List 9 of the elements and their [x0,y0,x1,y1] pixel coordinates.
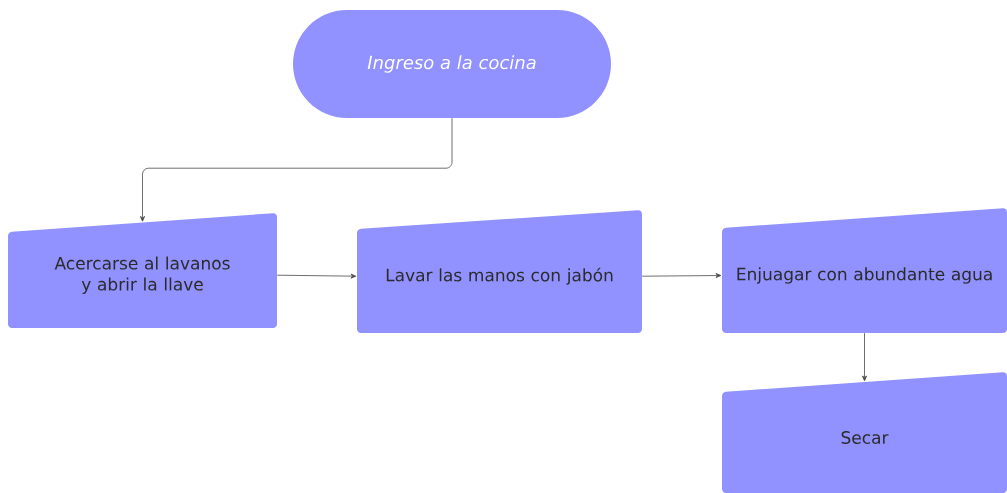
manual-input-box: Enjuagar con abundante agua [722,208,1007,333]
manual-input-box: Acercarse al lavanos y abrir la llave [8,213,277,328]
arrow [140,117,453,222]
arrow [862,332,867,382]
arrow [276,273,357,279]
terminal-box: Ingreso a la cocina [293,10,611,118]
manual-input-box: Lavar las manos con jabón [357,210,642,333]
manual-input-box: Secar [722,372,1007,493]
arrow [641,273,722,278]
